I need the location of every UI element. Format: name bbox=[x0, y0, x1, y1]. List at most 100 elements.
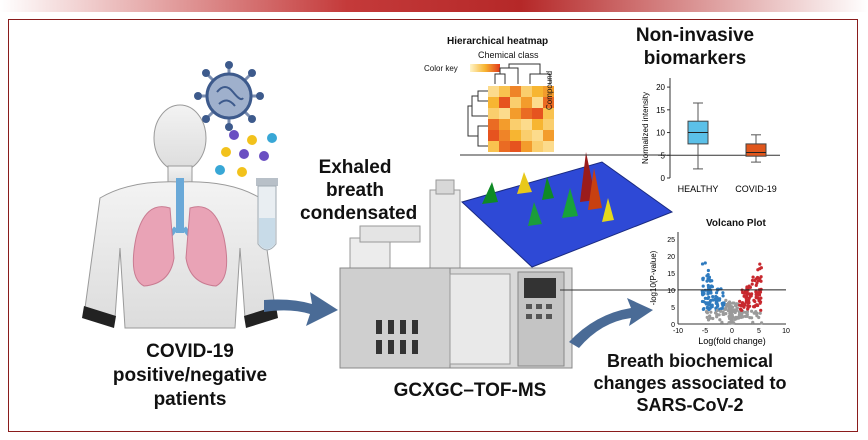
volcano-y-tick-label: 10 bbox=[667, 288, 675, 295]
volcano-point bbox=[745, 310, 750, 314]
volcano-point bbox=[721, 310, 725, 314]
heatmap-cell bbox=[510, 86, 521, 97]
volcano-point bbox=[740, 315, 745, 319]
heatmap-cell bbox=[521, 119, 532, 130]
heatmap-cell bbox=[499, 141, 510, 152]
boxplot-y-tick-label: 20 bbox=[656, 83, 665, 92]
heatmap-cell bbox=[543, 130, 554, 141]
volcano-y-tick-label: 0 bbox=[671, 322, 675, 329]
volcano-point bbox=[755, 281, 759, 285]
exhaled-label: Exhaled breath condensated bbox=[300, 156, 418, 225]
molecule-dots-icon bbox=[215, 130, 277, 177]
heatmap-cell bbox=[543, 97, 554, 108]
volcano-point bbox=[703, 261, 707, 265]
heatmap-cell bbox=[521, 130, 532, 141]
heatmap-cell bbox=[543, 108, 554, 119]
changes-line-3: SARS-CoV-2 bbox=[636, 395, 744, 415]
volcano-point bbox=[741, 301, 745, 305]
volcano-x-tick-label: -5 bbox=[702, 328, 708, 335]
top-accent-bar bbox=[0, 0, 868, 12]
arrow-icon-2 bbox=[569, 298, 653, 348]
volcano-point bbox=[751, 275, 755, 279]
heatmap-cell bbox=[499, 86, 510, 97]
volcano-point bbox=[746, 304, 750, 308]
volcano-point bbox=[734, 317, 738, 321]
volcano-point bbox=[752, 298, 756, 302]
volcano-point bbox=[754, 283, 758, 287]
volcano-point bbox=[750, 282, 754, 286]
volcano-point bbox=[759, 279, 763, 283]
instrument-label: GCXGC–TOF-MS bbox=[393, 380, 547, 401]
heatmap-cell bbox=[532, 130, 543, 141]
changes-line-2: changes associated to bbox=[593, 373, 787, 393]
volcano-point bbox=[703, 296, 707, 300]
volcano-point bbox=[706, 296, 710, 300]
volcano-point bbox=[744, 291, 748, 295]
changes-label: Breath biochemical changes associated to… bbox=[560, 350, 820, 416]
heatmap-cell bbox=[510, 108, 521, 119]
boxplot-y-tick-label: 5 bbox=[661, 151, 666, 160]
heatmap-cell bbox=[488, 97, 499, 108]
volcano-point bbox=[708, 314, 712, 318]
volcano-point bbox=[717, 313, 721, 317]
volcano-point bbox=[711, 295, 715, 299]
volcano-point bbox=[717, 298, 722, 302]
patients-label: COVID-19 positive/negative patients bbox=[60, 340, 320, 412]
volcano-y-tick-label: 25 bbox=[667, 237, 675, 244]
volcano-point bbox=[722, 312, 726, 316]
volcano-point bbox=[705, 315, 709, 320]
heatmap-grid bbox=[488, 86, 554, 152]
biomarkers-line-1: Non-invasive bbox=[635, 25, 755, 46]
heatmap-cell bbox=[499, 108, 510, 119]
volcano-point bbox=[752, 305, 757, 309]
volcano-x-label: Log(fold change) bbox=[698, 336, 766, 346]
volcano-point bbox=[700, 262, 705, 266]
heatmap-subtitle: Chemical class bbox=[478, 50, 539, 60]
volcano-point bbox=[711, 316, 715, 321]
heatmap-cell bbox=[488, 130, 499, 141]
heatmap-cell bbox=[510, 141, 521, 152]
volcano-point bbox=[706, 273, 710, 277]
heatmap-cell bbox=[532, 97, 543, 108]
heatmap-cell bbox=[488, 108, 499, 119]
heatmap-cell bbox=[543, 86, 554, 97]
volcano-point bbox=[760, 321, 764, 325]
heatmap-cell bbox=[488, 86, 499, 97]
exhaled-line-3: condensated bbox=[300, 203, 418, 224]
volcano-point bbox=[738, 303, 742, 307]
volcano-point bbox=[746, 307, 750, 311]
volcano-point bbox=[727, 316, 732, 321]
volcano-point bbox=[755, 314, 759, 318]
heatmap-cell bbox=[510, 97, 521, 108]
boxplot-y-tick-label: 10 bbox=[656, 129, 665, 138]
volcano-x-tick-label: 0 bbox=[730, 328, 734, 335]
volcano-point bbox=[752, 311, 756, 315]
arrow-icon bbox=[264, 292, 338, 326]
virus-icon bbox=[194, 61, 264, 131]
heatmap-cell bbox=[543, 119, 554, 130]
heatmap-cell bbox=[543, 141, 554, 152]
volcano-point bbox=[747, 292, 751, 296]
volcano-point bbox=[726, 303, 730, 307]
volcano-point bbox=[704, 310, 709, 314]
heatmap-cell bbox=[521, 108, 532, 119]
heatmap-cell bbox=[510, 119, 521, 130]
volcano-point bbox=[756, 268, 760, 272]
changes-line-1: Breath biochemical bbox=[606, 351, 774, 371]
heatmap-cell bbox=[499, 97, 510, 108]
volcano-title: Volcano Plot bbox=[706, 218, 766, 229]
exhaled-line-1: Exhaled bbox=[318, 157, 392, 178]
volcano-point bbox=[755, 303, 759, 307]
volcano-y-label: -log10(P-value) bbox=[649, 250, 658, 305]
volcano-point bbox=[715, 295, 719, 299]
volcano-point bbox=[728, 302, 732, 306]
volcano-point bbox=[730, 315, 735, 319]
volcano-x-tick-label: 5 bbox=[757, 328, 761, 335]
gc-instrument-icon bbox=[339, 179, 573, 369]
volcano-point bbox=[722, 301, 726, 305]
volcano-point bbox=[754, 295, 758, 299]
volcano-point bbox=[700, 299, 705, 304]
heatmap-colorkey-label: Color key bbox=[424, 64, 458, 73]
volcano-point bbox=[759, 308, 763, 312]
boxplot-y-tick-label: 0 bbox=[661, 174, 666, 183]
